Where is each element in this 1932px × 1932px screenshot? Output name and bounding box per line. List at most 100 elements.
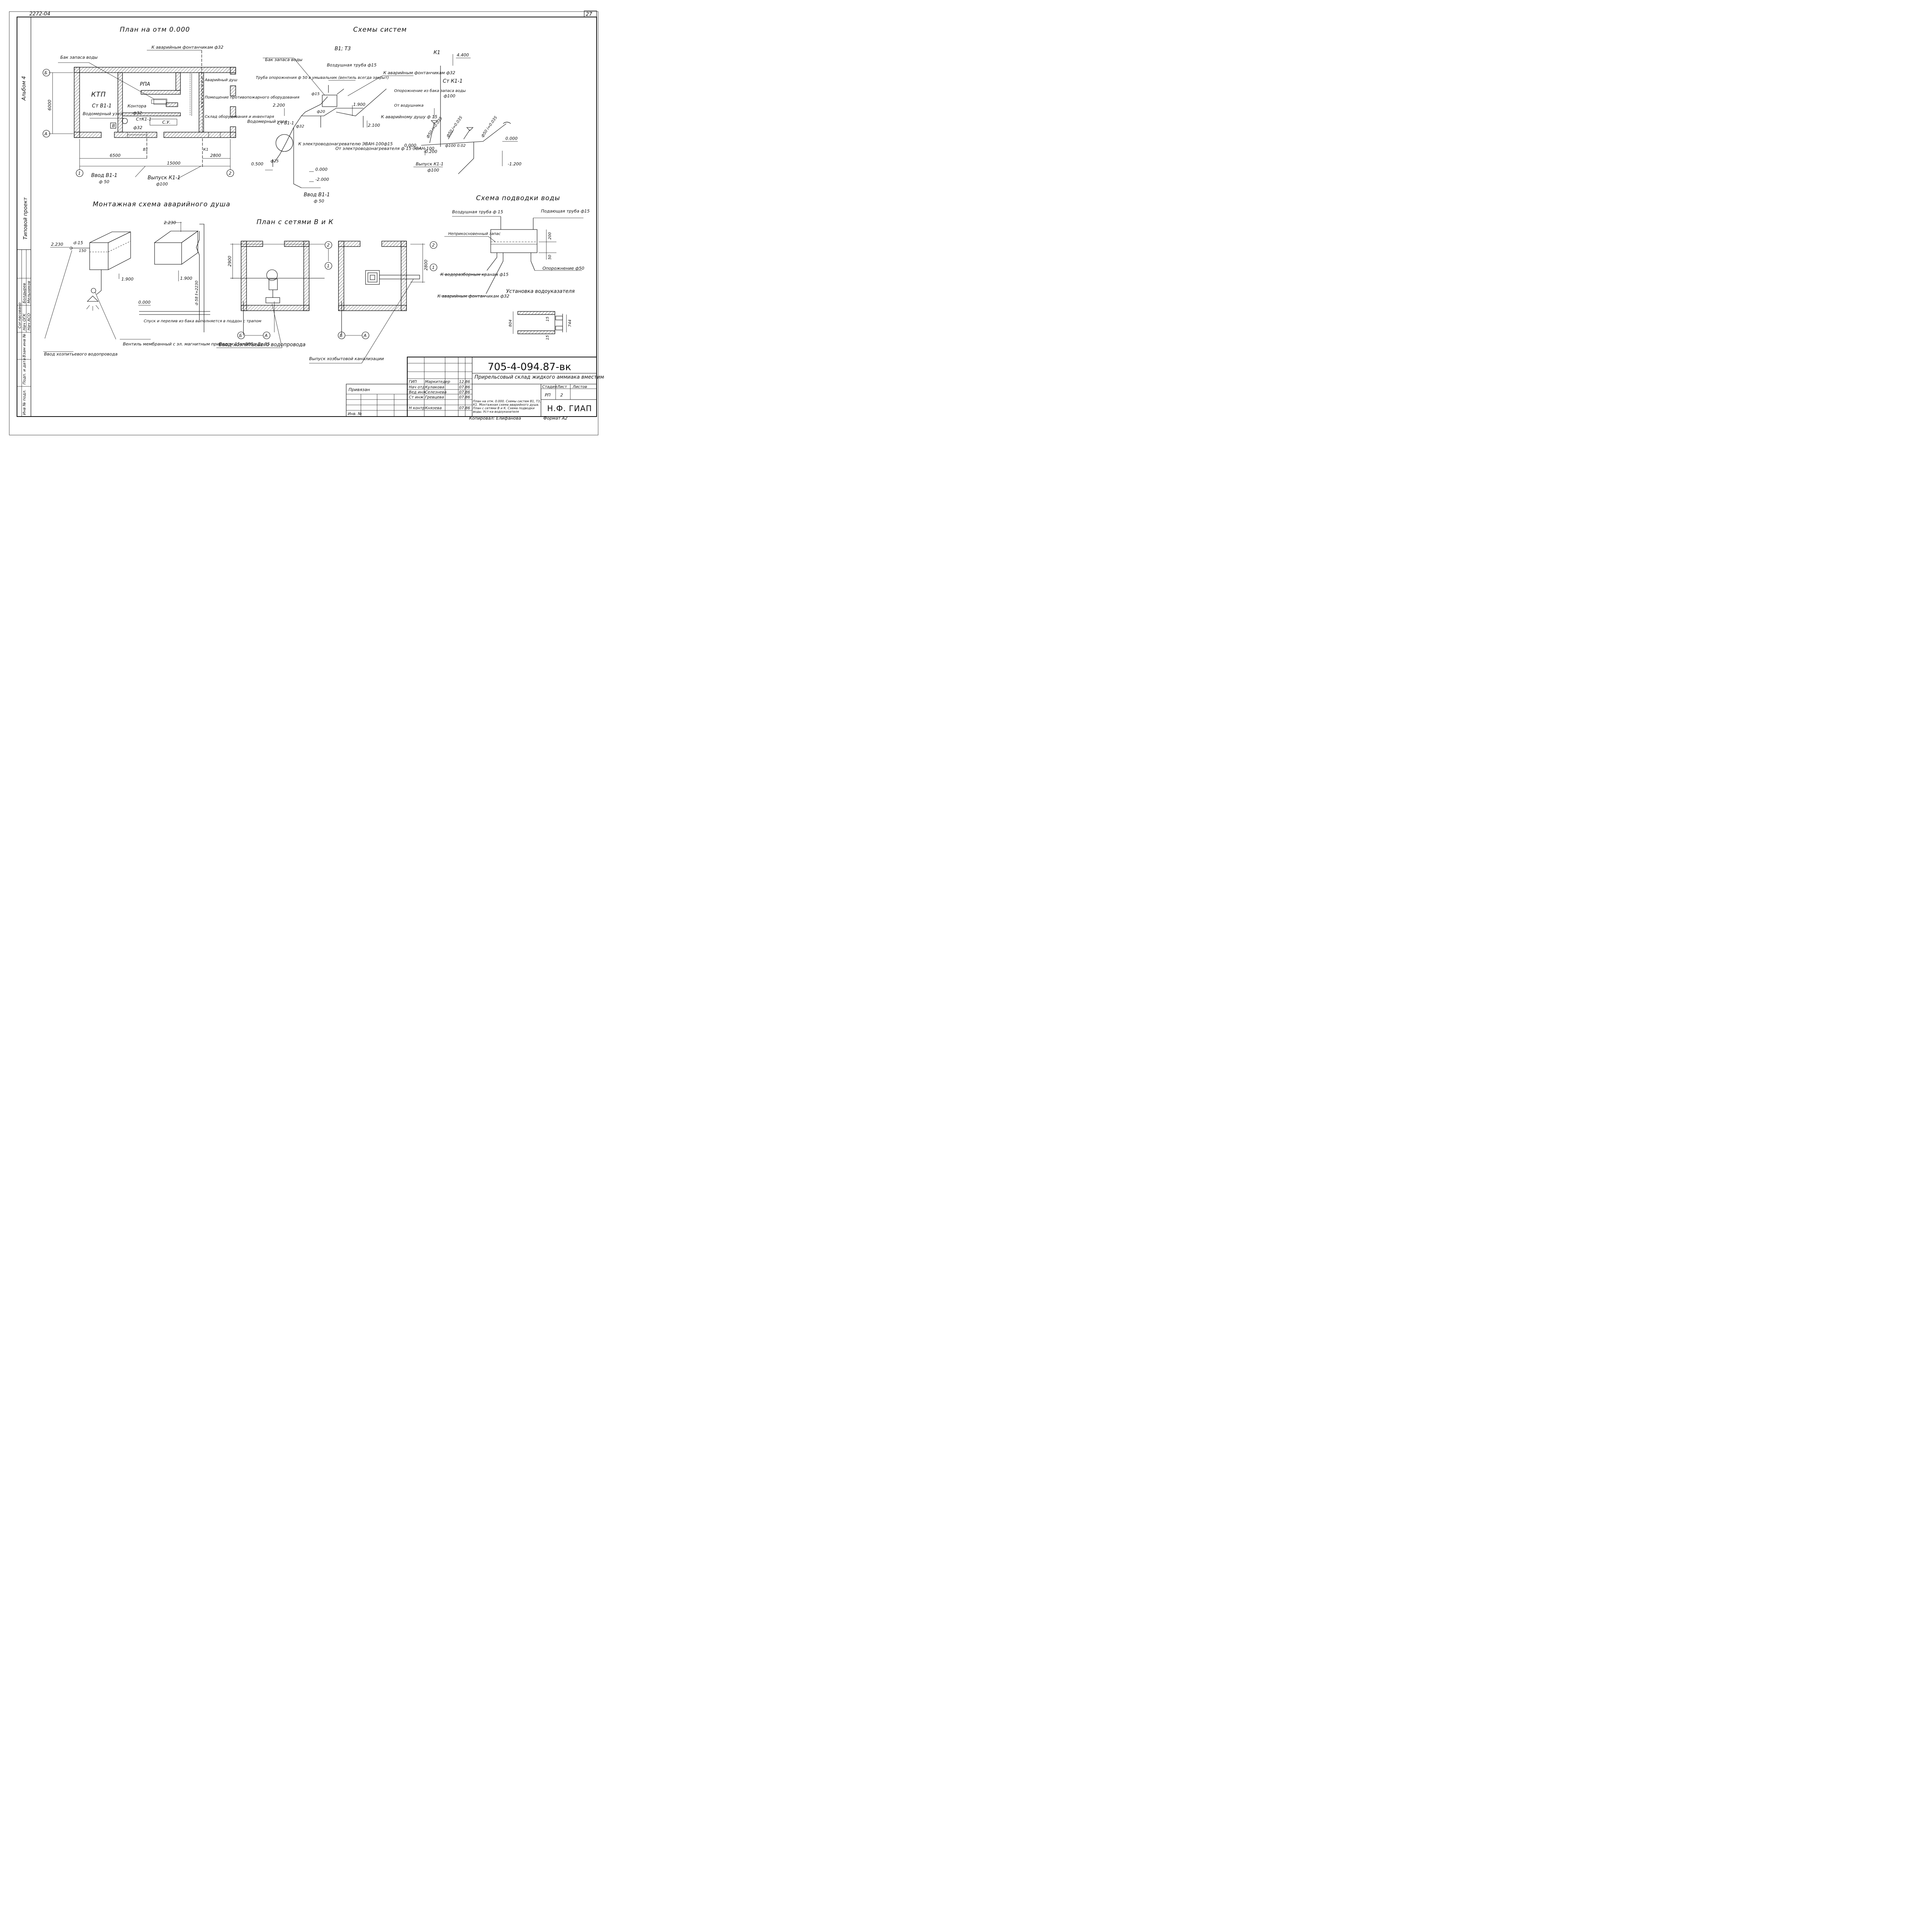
k1-d100-slope: ф100 0.02 xyxy=(445,144,466,148)
k1-slope-2: ф50 i=0.035 xyxy=(446,116,463,138)
plan-d32-a: ф32 xyxy=(133,111,142,116)
shower-level-1900b: 1.900 xyxy=(180,276,192,281)
title-sheet: 2 xyxy=(560,393,563,398)
indicator-dim-744: 744 xyxy=(568,320,572,327)
plan-shower-label: Аварийный душ xyxy=(204,78,237,82)
plan-fire-room-label: Помещение противопожарного оборудования xyxy=(205,95,299,100)
plan-riser-k1-tag: К1 xyxy=(203,148,208,152)
b1-level-2200: 2.200 xyxy=(273,103,285,108)
plan-b-mark: В xyxy=(112,123,115,128)
ws-reserve-label: Неприкосновенный запас xyxy=(448,232,501,236)
b1-riser-label: Ст В1-1 xyxy=(277,121,294,126)
plan-riser-k1-label: СтК1-1 xyxy=(136,117,151,122)
b1-water-node-label: Водомерный узел xyxy=(247,119,287,124)
shower-level-0000: 0.000 xyxy=(138,300,151,305)
net-axis-ba: Б xyxy=(239,333,242,338)
plan-warehouse-label: Склад оборудования и инвентаря xyxy=(205,114,274,119)
net-axis-ab: А xyxy=(363,333,367,338)
net-dim-2800: 2800 xyxy=(423,260,429,270)
k1-level-0000b: 0.000 xyxy=(505,136,518,141)
indicator-dim-15a: 15 xyxy=(546,316,550,321)
b1-shower-label: К аварийному душу ф 15 xyxy=(381,114,437,119)
water-supply-scheme xyxy=(440,216,583,296)
plan-fountains-label: К аварийным фонтанчикам ф32 xyxy=(151,45,223,50)
role-date-5: 07.86 xyxy=(459,406,470,410)
title-format: Формат А2 xyxy=(543,416,568,421)
shower-input-label: Ввод хозпитьевого водопровода xyxy=(44,352,117,357)
shower-valve-label: Вентиль мембранный с эл. магнитным приво… xyxy=(123,342,270,347)
title-inv: Инв. № xyxy=(348,412,362,416)
net-outlet-label: Выпуск хозбытовой канализации xyxy=(309,356,384,361)
k1-outlet-d-label: ф100 xyxy=(427,168,439,173)
plan-room-rpa: РПА xyxy=(140,82,150,87)
role-name-3: Селезнева xyxy=(425,390,447,395)
stamp-field-inv: Инв № подл. xyxy=(22,389,27,415)
role-date-3: 07.86 xyxy=(459,390,470,395)
ws-air-pipe-label: Воздушная труба ф 15 xyxy=(452,209,503,214)
ws-drain-label: Опорожнение ф50 xyxy=(543,266,584,271)
b1-d15-label: ф15 xyxy=(311,92,320,96)
b1-fountains-label: К аварийным фонтанчикам ф32 xyxy=(383,70,455,75)
plan-water-node-label: Водомерный узел xyxy=(83,111,122,116)
plan-wc-label: С.У. xyxy=(162,120,170,125)
b1-level-2100: 2.100 xyxy=(368,123,380,128)
plan-riser-b1-tag: В1 xyxy=(143,148,148,152)
k1-slope-3: ф50 i=0.035 xyxy=(480,116,498,138)
b1-d32-label: ф32 xyxy=(296,124,304,129)
schemes-b1-title: В1; Т3 xyxy=(335,46,351,52)
plan-input-b1-d: ф 50 xyxy=(99,179,109,184)
role-date-4: 07.86 xyxy=(459,395,470,400)
title-stage-header: Стадия xyxy=(542,385,557,389)
b1-tank-label: Бак запаса воды xyxy=(265,57,303,62)
ws-dim-200: 200 xyxy=(548,232,552,240)
k1-d100-label: ф100 xyxy=(444,94,455,99)
shower-pipe-d58: d-58 ℓ=2230 xyxy=(195,281,199,305)
indicator-dim-804: 804 xyxy=(509,320,513,327)
k1-riser-label: Ст К1-1 xyxy=(443,78,463,84)
title-description: План на отм. 0.000. Схемы систем В1, Т3,… xyxy=(473,400,541,413)
ws-to-taps-label: К водоразборным кранам ф15 xyxy=(440,272,509,277)
title-sheet-header: Лист xyxy=(557,385,568,389)
net-input-label: Ввод хозпитьевого водопровода xyxy=(219,342,306,348)
plan-axis-2: 2 xyxy=(229,171,231,176)
net-axis-1a: 1 xyxy=(327,264,330,269)
role-post-4: Ст инж xyxy=(409,395,423,400)
stamp-field-sign: Подп. и дата xyxy=(22,358,27,384)
floor-plan: План на отм 0.000 xyxy=(43,26,236,179)
stamp-name-2: Мельников xyxy=(27,281,31,303)
shower-d15-label: d-15 xyxy=(73,240,83,245)
b1-d25-label: ф25 xyxy=(270,159,279,163)
shower-scheme-title: Монтажная схема аварийного душа xyxy=(93,201,230,208)
schemes-k1-title: К1 xyxy=(434,50,440,56)
role-name-2: Кулакова xyxy=(425,385,444,389)
title-code: 705-4-094.87-вк xyxy=(488,361,571,373)
net-axis-aa: А xyxy=(264,333,268,338)
role-post-1: ГИП xyxy=(409,380,417,384)
axis-marker-a xyxy=(43,130,50,138)
role-post-2: Нач отд xyxy=(409,385,425,389)
role-post-5: Н контр xyxy=(409,406,425,410)
b1-input-label: Ввод В1-1 xyxy=(304,192,330,198)
plan-outlet-k1: Выпуск К1-1 xyxy=(148,175,180,181)
ws-supply-pipe-label: Подающая труба ф15 xyxy=(541,209,590,214)
title-description-box: План на отм. 0.000. Схемы систем В1, Т3,… xyxy=(473,400,541,413)
title-stage: РП xyxy=(545,393,551,398)
role-name-4: Гревцева xyxy=(425,395,444,400)
k1-level-m1200: -1.200 xyxy=(508,162,521,167)
net-axis-bb: Б xyxy=(340,333,343,338)
axis-marker-2 xyxy=(226,169,234,177)
ws-dim-50: 50 xyxy=(548,255,552,260)
b1-level-m2000: -2.000 xyxy=(315,177,329,182)
shower-drain-note: Спуск и перелив из бака выполняется в по… xyxy=(144,319,262,323)
schemes-title: Схемы систем xyxy=(353,26,407,34)
sheet-frame xyxy=(9,10,599,435)
indicator-dim-15b: 15 xyxy=(546,335,550,340)
corner-code: 2272-04 xyxy=(29,11,50,17)
b1-level-0500: 0.500 xyxy=(251,162,264,167)
shower-scheme xyxy=(43,222,210,352)
title-copied: Копировал: Елифанова xyxy=(469,416,521,421)
net-axis-1b: 1 xyxy=(432,265,435,270)
agreed-label: Согласовано xyxy=(18,303,22,328)
role-date-1: 12.86 xyxy=(459,380,470,384)
net-axis-2a: 2 xyxy=(327,243,330,248)
